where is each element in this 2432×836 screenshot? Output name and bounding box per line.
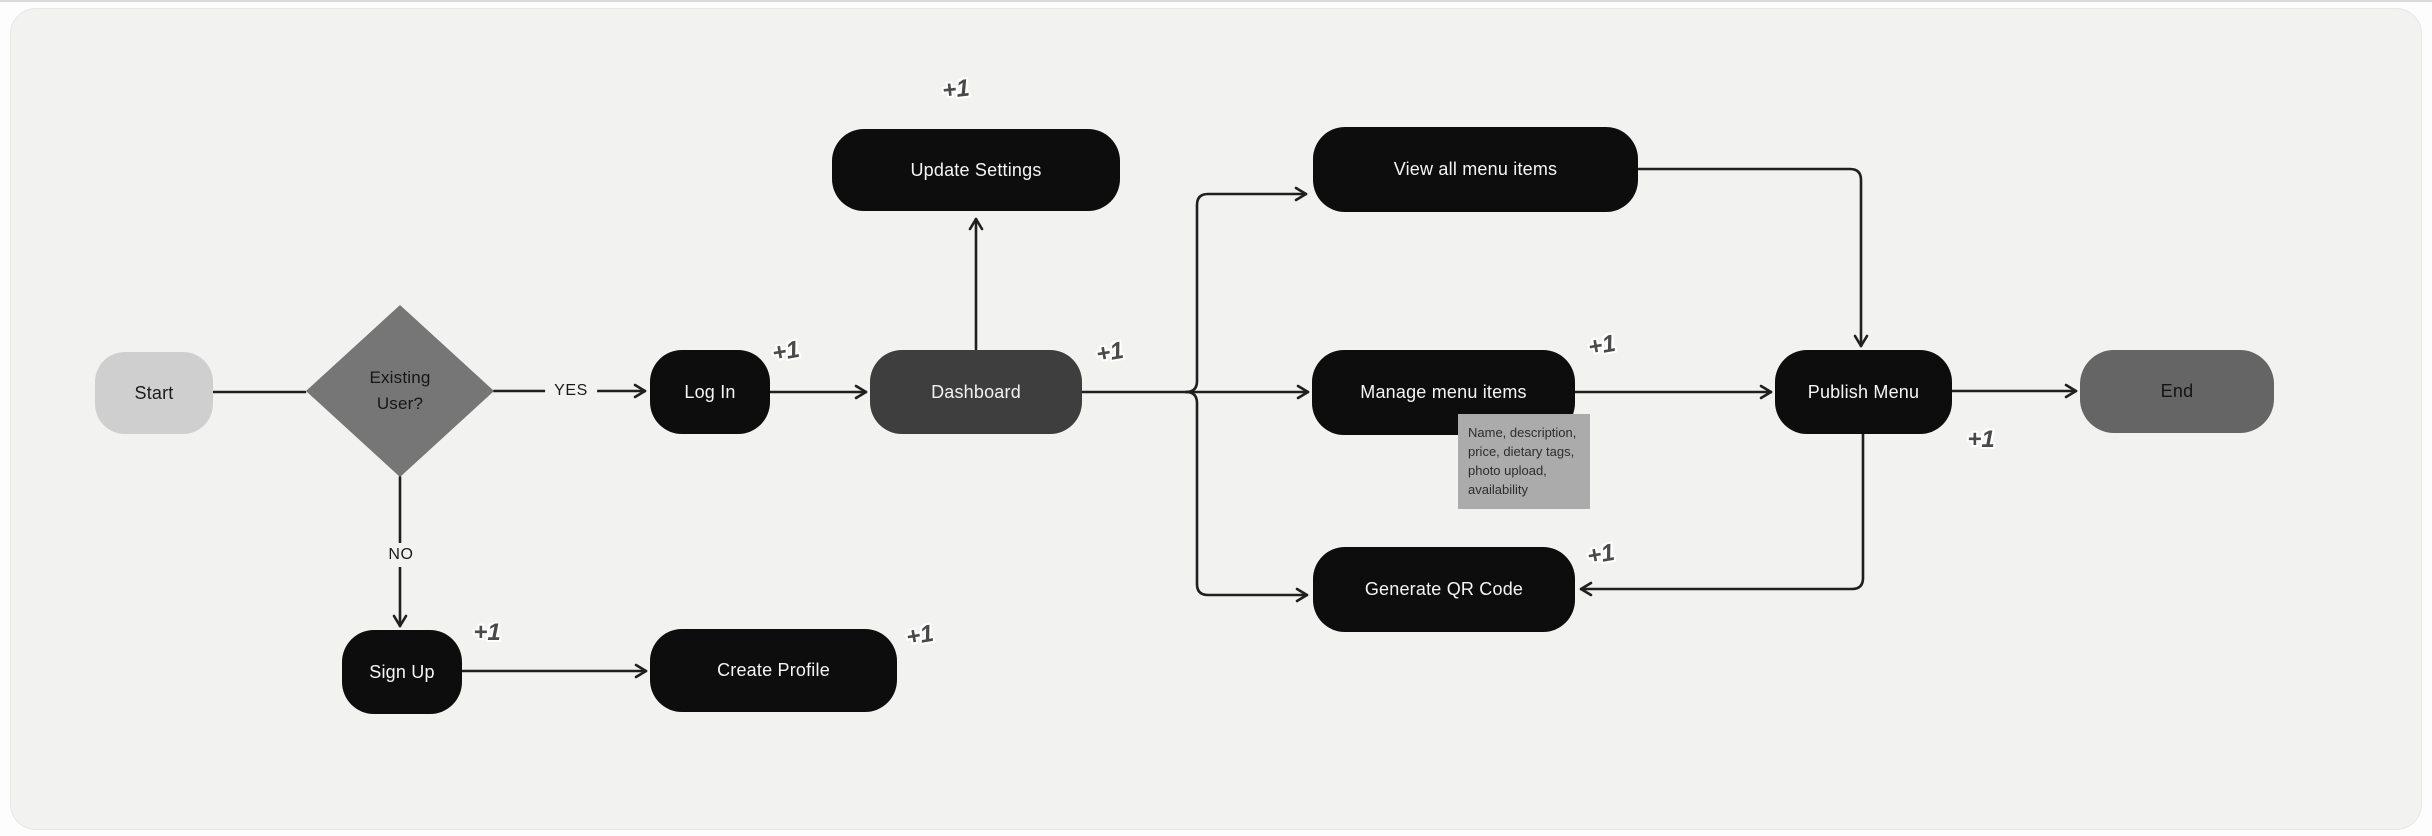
edge-branch-to-view-all [1184,186,1308,394]
node-create-profile[interactable]: Create Profile [650,629,897,712]
node-end[interactable]: End [2080,350,2274,433]
node-view-all-menu-items[interactable]: View all menu items [1313,127,1638,212]
manage-menu-items-tooltip: Name, description, price, dietary tags, … [1458,414,1590,509]
edge-branch-to-generate-qr [1184,390,1309,603]
edge-view-all-to-publish [1636,167,1869,348]
node-update-settings[interactable]: Update Settings [832,129,1120,211]
edge-label-yes: YES [545,379,597,403]
node-generate-qr-code[interactable]: Generate QR Code [1313,547,1575,632]
node-sign-up[interactable]: Sign Up [342,630,462,714]
edge-publish-to-generate-qr [1579,432,1865,597]
node-publish-menu[interactable]: Publish Menu [1775,350,1952,434]
edge-label-no: NO [379,543,423,567]
node-log-in[interactable]: Log In [650,350,770,434]
node-start[interactable]: Start [95,352,213,434]
node-dashboard[interactable]: Dashboard [870,350,1082,434]
